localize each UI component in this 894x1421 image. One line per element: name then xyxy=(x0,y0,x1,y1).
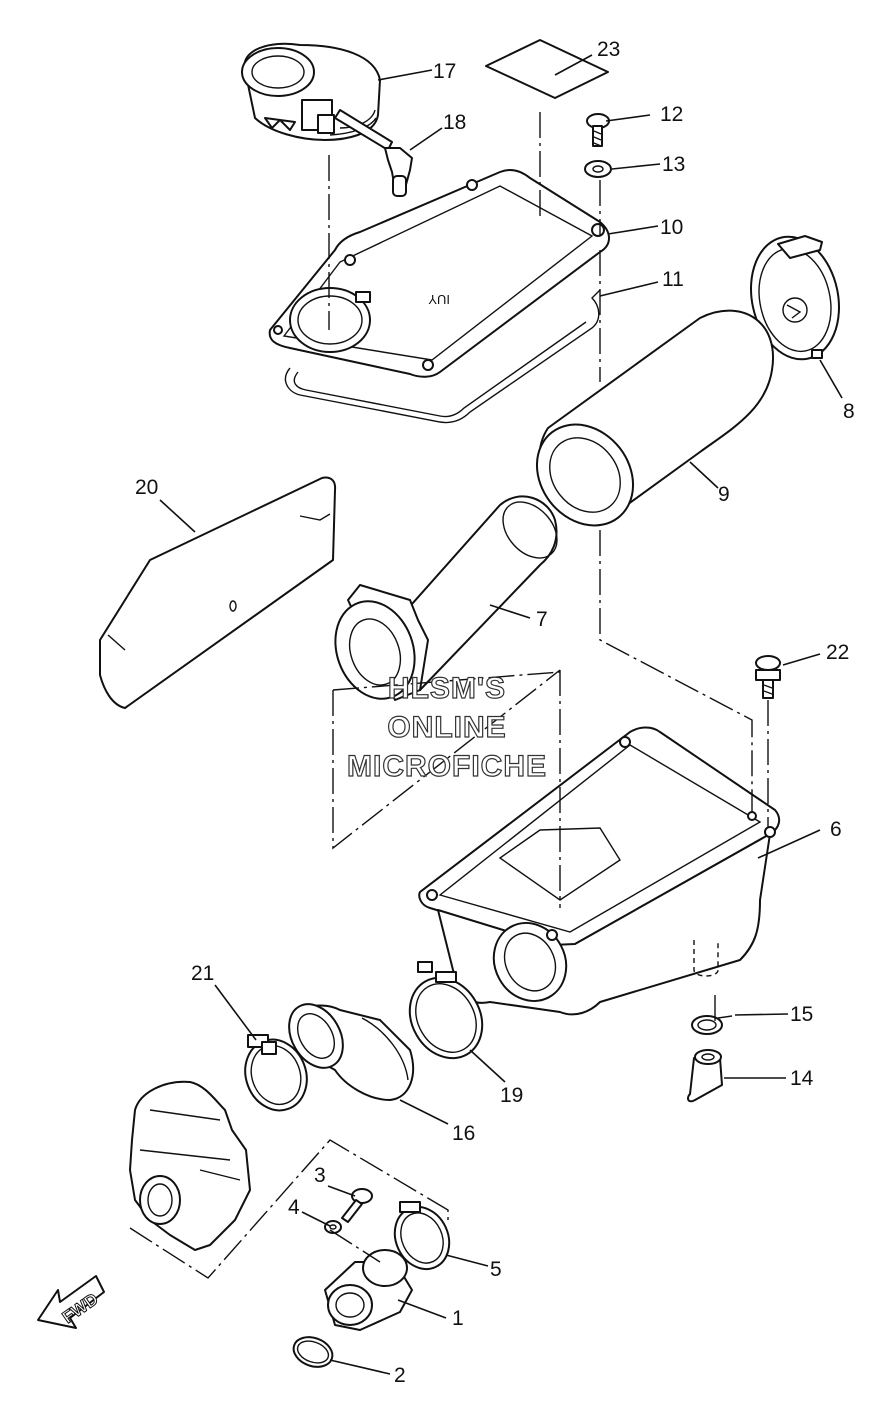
part-13-washer xyxy=(584,160,612,178)
callout-4[interactable]: 4 xyxy=(288,1196,300,1219)
part-14-drain xyxy=(686,1049,723,1103)
callout-13[interactable]: 13 xyxy=(662,153,685,176)
part-4-washer xyxy=(324,1220,342,1234)
callout-23[interactable]: 23 xyxy=(597,38,620,61)
watermark: HLSM'S ONLINE MICROFICHE xyxy=(346,671,547,783)
callout-7[interactable]: 7 xyxy=(536,608,548,631)
part-5-band xyxy=(393,1201,451,1271)
callout-1[interactable]: 1 xyxy=(452,1307,464,1330)
leader-lines xyxy=(159,54,843,1375)
part-6-airbox-case xyxy=(418,726,781,1016)
callout-9[interactable]: 9 xyxy=(718,483,730,506)
part-21-band xyxy=(244,1034,308,1112)
callout-17[interactable]: 17 xyxy=(433,60,456,83)
part-16-joint xyxy=(288,1003,415,1101)
watermark-line-2: ONLINE xyxy=(387,711,506,744)
callout-18[interactable]: 18 xyxy=(443,111,466,134)
callout-16[interactable]: 16 xyxy=(452,1122,475,1145)
callout-20[interactable]: 20 xyxy=(135,476,158,499)
part-20-plate xyxy=(99,476,337,709)
part-2-o-ring xyxy=(292,1336,334,1368)
part-8-side-cap xyxy=(750,235,840,361)
callout-3[interactable]: 3 xyxy=(314,1164,326,1187)
part-12-bolt xyxy=(586,113,610,147)
part-10-airbox-cover: IUY xyxy=(268,169,610,378)
part-1-joint xyxy=(324,1249,413,1331)
callout-12[interactable]: 12 xyxy=(660,103,683,126)
part-3-bolt xyxy=(341,1188,373,1223)
part-17-intake-duct xyxy=(241,42,381,141)
part-15-clip xyxy=(691,1015,733,1035)
callout-10[interactable]: 10 xyxy=(660,216,683,239)
part-7-inner-tube xyxy=(334,495,558,701)
assembly-lines xyxy=(129,112,769,1279)
callout-14[interactable]: 14 xyxy=(790,1067,814,1090)
callout-6[interactable]: 6 xyxy=(830,818,842,841)
callout-15[interactable]: 15 xyxy=(790,1003,813,1026)
part-23-label xyxy=(485,39,609,99)
cover-marking: IUY xyxy=(428,292,450,307)
callout-5[interactable]: 5 xyxy=(490,1258,502,1281)
part-18-sensor xyxy=(301,99,413,197)
callout-8[interactable]: 8 xyxy=(843,400,855,423)
callout-21[interactable]: 21 xyxy=(191,962,214,985)
watermark-line-3: MICROFICHE xyxy=(347,750,547,783)
part-9-filter-element xyxy=(535,309,775,527)
callout-2[interactable]: 2 xyxy=(394,1364,406,1387)
part-22-bolt xyxy=(755,655,781,699)
callout-19[interactable]: 19 xyxy=(500,1084,523,1107)
engine-outline xyxy=(129,1080,251,1251)
callout-11[interactable]: 11 xyxy=(662,268,684,291)
callout-22[interactable]: 22 xyxy=(826,641,849,664)
part-11-gasket xyxy=(284,289,601,424)
part-19-band xyxy=(408,961,484,1060)
callouts: 1 2 3 4 5 6 7 8 9 10 11 12 13 14 15 16 1… xyxy=(135,38,855,1387)
fwd-arrow: FWD xyxy=(37,1275,105,1329)
watermark-line-1: HLSM'S xyxy=(388,672,506,705)
